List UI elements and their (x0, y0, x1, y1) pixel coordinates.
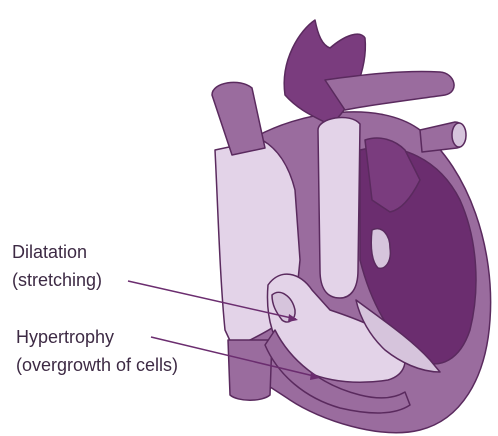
aorta-branch (325, 72, 454, 110)
mitral-valve (371, 229, 390, 269)
dilatation-sublabel: (stretching) (12, 270, 102, 290)
superior-vena-cava (212, 82, 265, 155)
hypertrophy-sublabel: (overgrowth of cells) (16, 355, 178, 375)
hypertrophy-label: Hypertrophy (16, 327, 114, 347)
dilatation-label: Dilatation (12, 242, 87, 262)
heart-illustration (212, 20, 491, 433)
inferior-vena-cava (228, 340, 272, 400)
pulmonary-artery-arch (284, 20, 365, 125)
aorta-column (318, 117, 360, 298)
pulmonary-vein-opening (452, 123, 466, 147)
